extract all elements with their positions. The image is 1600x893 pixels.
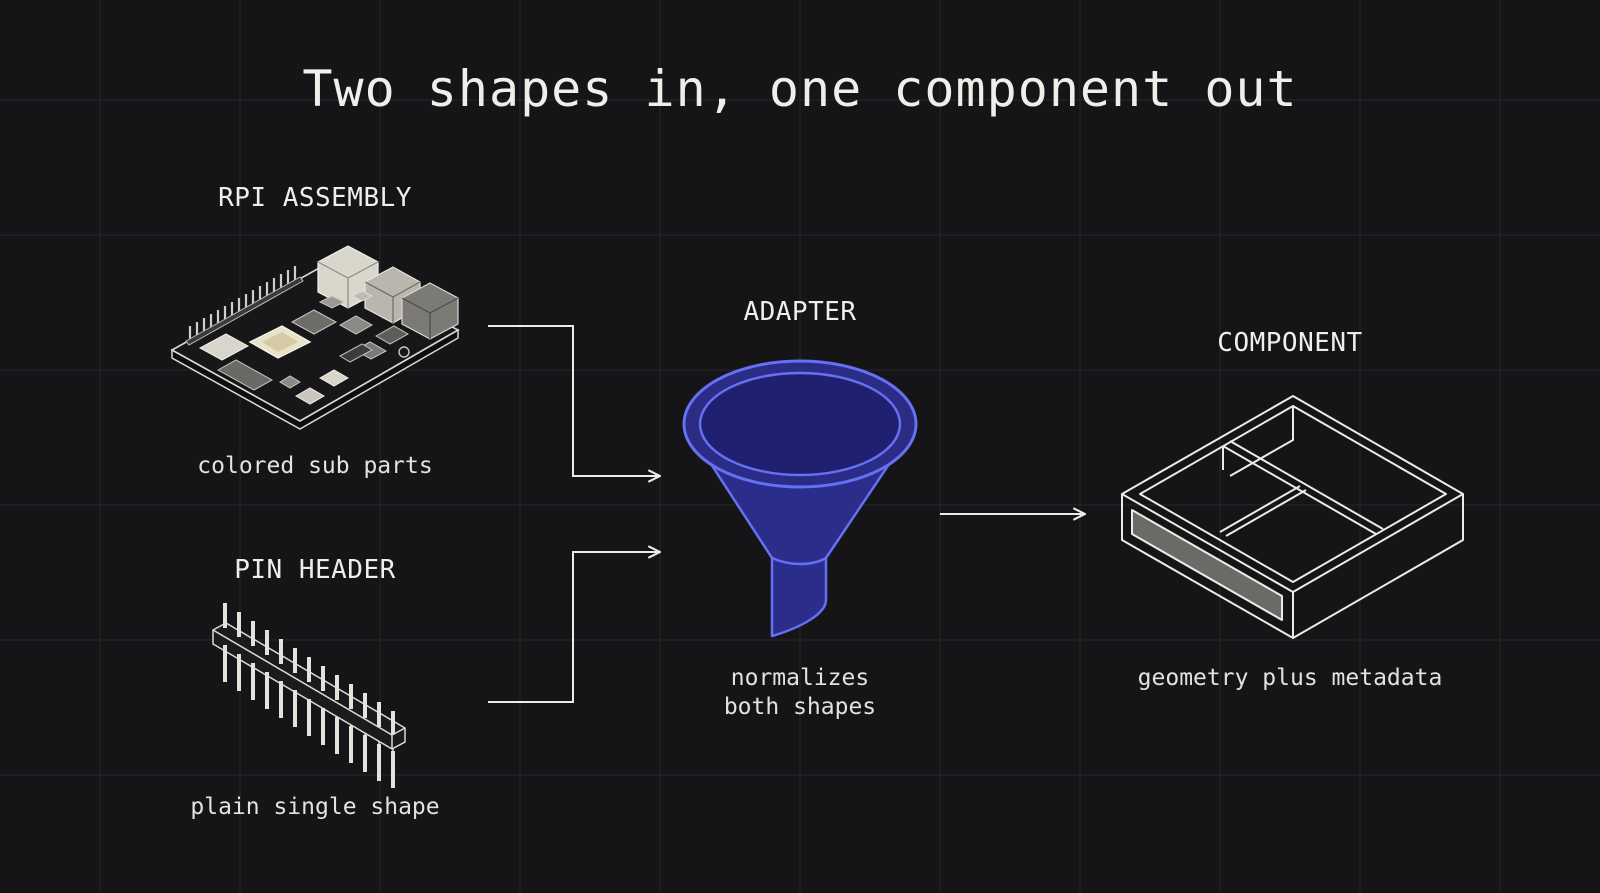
- funnel-icon: [682, 359, 918, 638]
- component-tray-icon: [1121, 395, 1464, 639]
- connector-pin-header-to-adapter: [488, 552, 660, 703]
- component-caption: geometry plus metadata: [1137, 665, 1443, 691]
- connector-rpi-to-adapter: [488, 325, 660, 476]
- rpi-assembly-caption: colored sub parts: [197, 453, 433, 479]
- component-heading: COMPONENT: [1217, 328, 1363, 358]
- adapter-heading: ADAPTER: [743, 297, 857, 327]
- pin-header-icon: [212, 603, 406, 788]
- raspberry-pi-board-icon: [170, 245, 460, 430]
- adapter-caption-line-2: both shapes: [723, 694, 877, 720]
- pin-header-heading: PIN HEADER: [234, 555, 396, 585]
- rpi-assembly-heading: RPI ASSEMBLY: [218, 183, 412, 213]
- pin-header-caption: plain single shape: [190, 794, 440, 820]
- adapter-caption-line-1: normalizes: [730, 665, 870, 691]
- diagram-title: Two shapes in, one component out: [302, 60, 1298, 118]
- adapter-caption: normalizes both shapes: [650, 664, 950, 722]
